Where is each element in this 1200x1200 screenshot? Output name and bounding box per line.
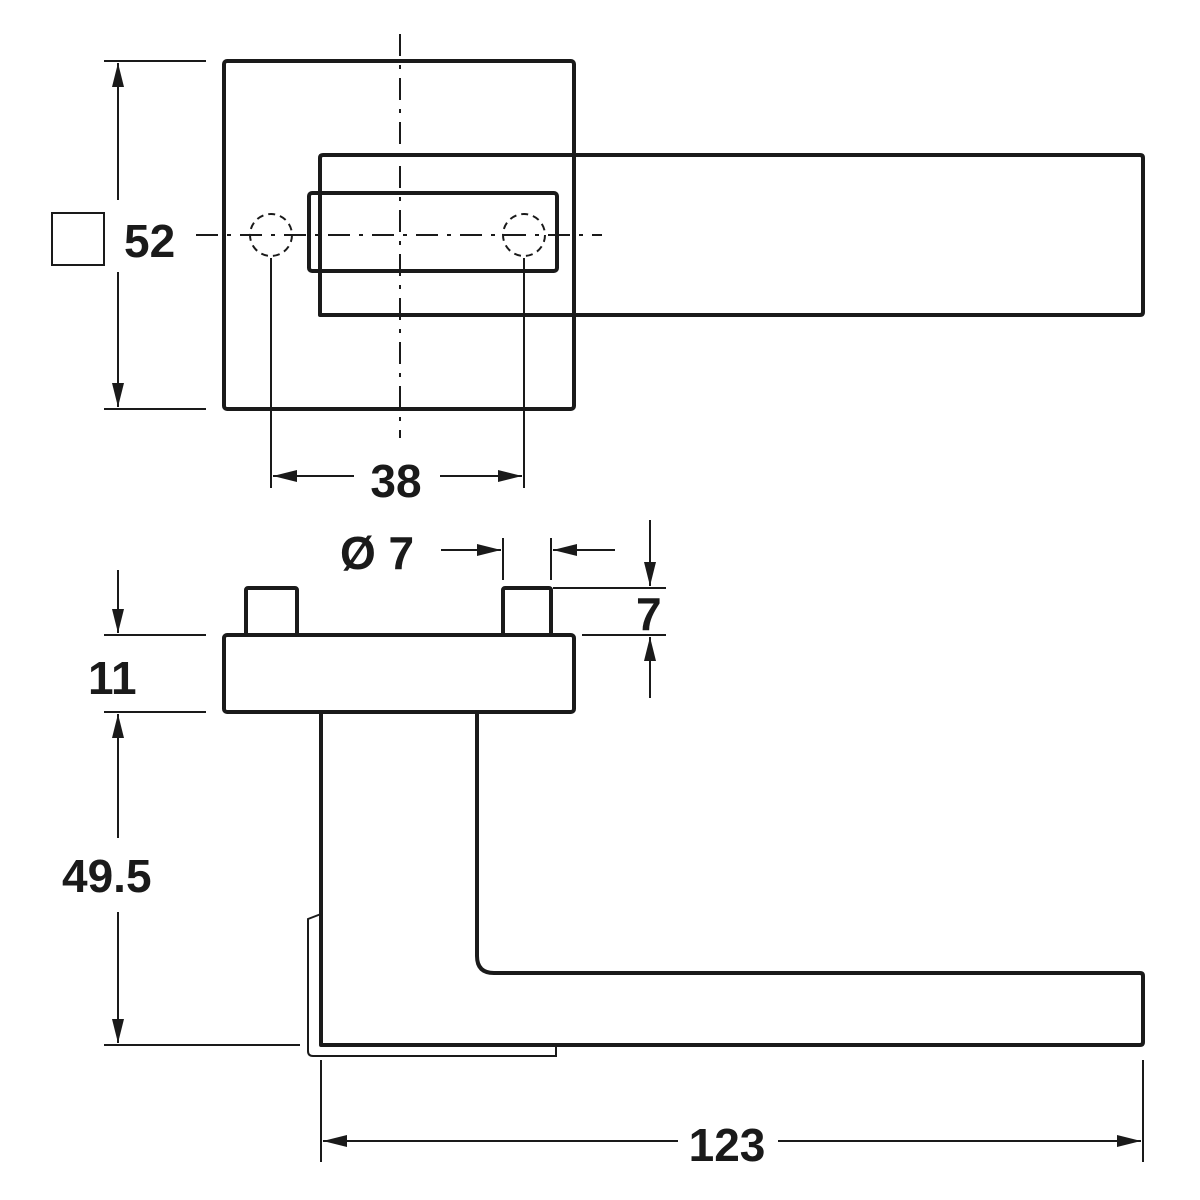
- escutcheon-bracket: [307, 913, 557, 1057]
- dimension-label-38: 38: [370, 455, 421, 507]
- rose-plate-side: [222, 633, 576, 714]
- dimension-lever-length: 123: [320, 1060, 1144, 1171]
- dimension-label-rose-thickness: 11: [88, 652, 137, 704]
- dimension-pin-diameter: Ø 7: [340, 527, 615, 580]
- dimension-pin-height: 7: [553, 520, 666, 698]
- lever-arm-front: [318, 153, 1145, 317]
- dimension-label-52: 52: [124, 215, 175, 267]
- fixing-hole-left: [249, 213, 293, 257]
- dimension-fixing-centres: 38: [270, 258, 525, 507]
- dimension-lever-offset: 49.5: [62, 714, 300, 1046]
- fixing-hole-right: [502, 213, 546, 257]
- fixing-pin-right: [501, 586, 553, 637]
- fixing-pin-left: [244, 586, 299, 637]
- dimension-rose-height: 52: [51, 60, 206, 410]
- dimension-label-pin-diameter: Ø 7: [340, 527, 414, 579]
- side-view: 7 Ø 7 11 49.5: [62, 520, 1145, 1171]
- lever-base-block: [307, 191, 559, 273]
- dimension-label-lever-offset: 49.5: [62, 850, 152, 902]
- dimension-label-lever-length: 123: [689, 1119, 766, 1171]
- front-view: 52 38: [51, 34, 1145, 507]
- square-symbol-icon: [51, 212, 105, 266]
- lever-profile-side: [319, 712, 1145, 1047]
- rose-plate-front: [222, 59, 576, 411]
- dimension-rose-thickness: 11: [88, 570, 206, 713]
- dimension-label-pin-height: 7: [636, 588, 662, 640]
